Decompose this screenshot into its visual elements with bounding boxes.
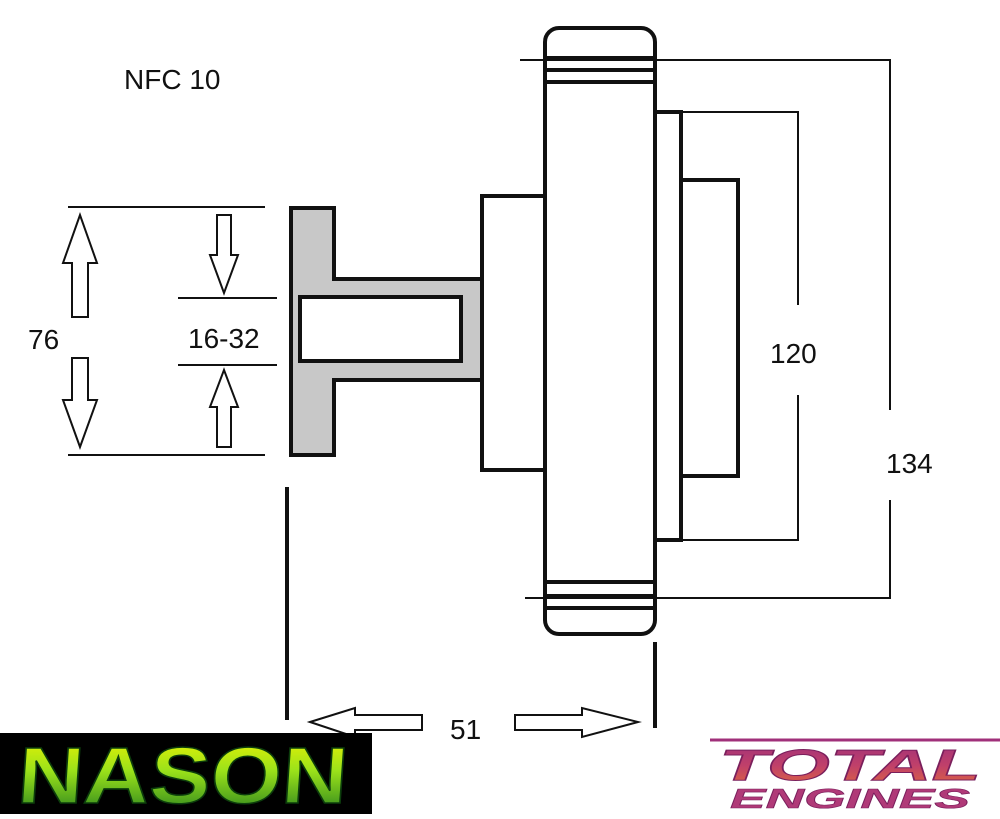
dim-120-label: 120 — [768, 338, 819, 369]
dim-bore-label: 16-32 — [186, 323, 262, 354]
dim-134-label: 134 — [884, 448, 935, 479]
total-engines-logo-graphic: TOTAL ENGINES — [710, 738, 1000, 814]
arrow-51-right — [514, 706, 642, 739]
nason-logo-text: NASON — [15, 733, 351, 814]
dim-134-bracket-top — [520, 59, 891, 410]
model-label: NFC 10 — [124, 64, 221, 95]
arrow-bore-down — [208, 214, 240, 296]
hub-block — [480, 194, 547, 472]
total-engines-logo: TOTAL ENGINES — [700, 736, 1000, 814]
engines-logo-text: ENGINES — [730, 783, 971, 814]
arrow-76-up — [61, 212, 99, 318]
rear-body — [679, 178, 740, 478]
bore-slot — [298, 295, 463, 363]
dim-51-label: 51 — [448, 714, 484, 745]
arrow-bore-up — [208, 367, 240, 448]
rear-plate — [653, 110, 683, 542]
dim-120-bracket-top — [655, 111, 799, 305]
arrow-76-down — [61, 357, 99, 450]
pulley-disc — [543, 26, 657, 636]
nason-logo-graphic: NASON — [14, 733, 352, 814]
dim-76-label: 76 — [26, 324, 62, 355]
dim-134-bracket-bottom — [525, 500, 891, 599]
dim-120-bracket-bottom — [655, 395, 799, 541]
total-logo-text: TOTAL — [719, 741, 981, 790]
nason-logo: NASON — [0, 733, 372, 814]
